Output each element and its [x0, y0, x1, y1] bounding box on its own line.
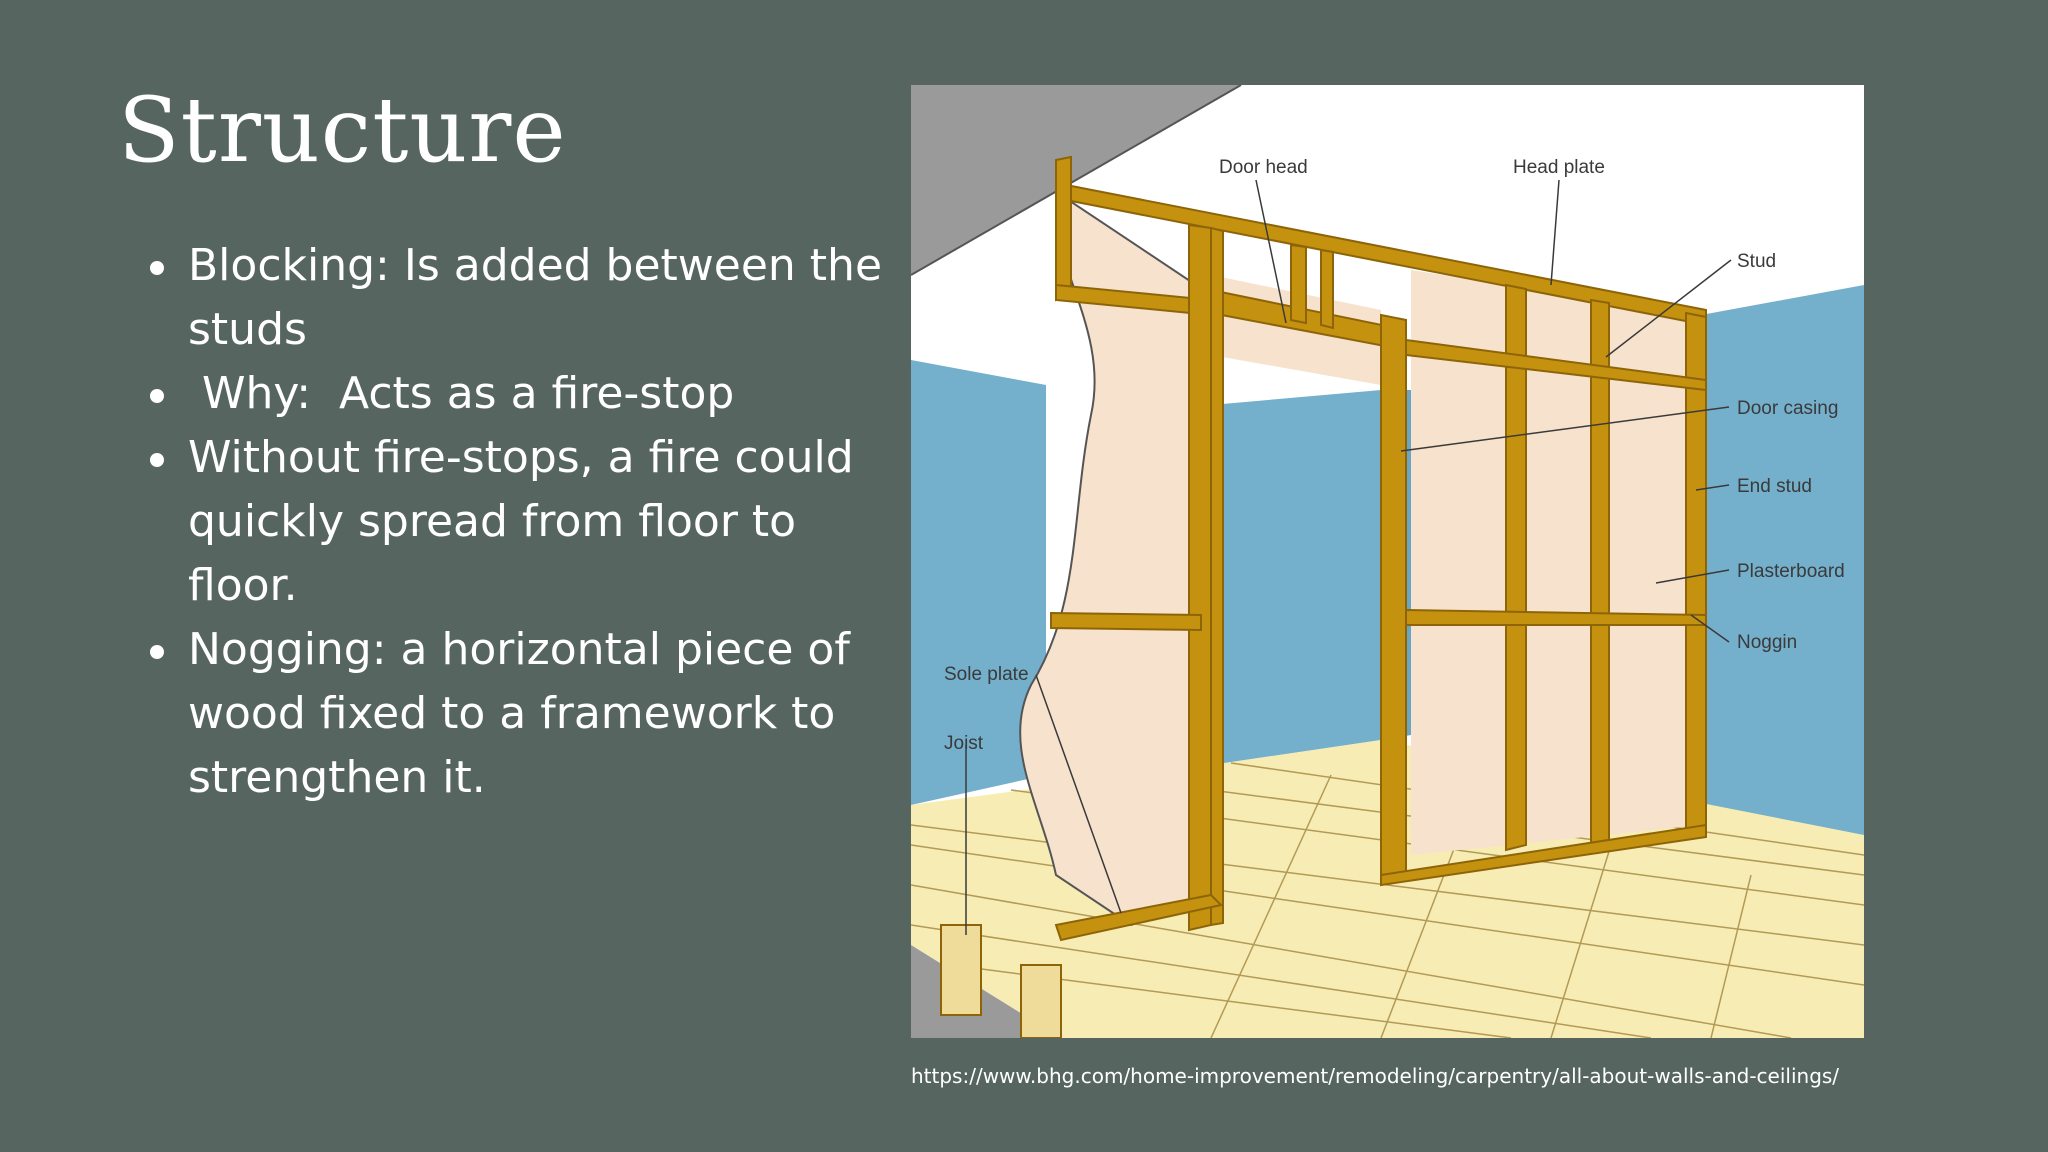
label-noggin: Noggin	[1737, 632, 1797, 653]
bullet-text: Without fire-stops, a fire could quickly…	[188, 432, 854, 611]
label-plasterboard: Plasterboard	[1737, 561, 1845, 582]
bullet-text: Why: Acts as a fire-stop	[188, 368, 735, 419]
wall-framing-diagram: Door head Head plate Stud Door casing En…	[911, 85, 1864, 1038]
right-wall	[1701, 285, 1864, 835]
plasterboard-right	[1411, 270, 1701, 855]
slide-title: Structure	[118, 78, 567, 183]
bullet-dot-icon	[150, 453, 164, 467]
bullet-item: Why: Acts as a fire-stop	[150, 362, 890, 426]
label-joist: Joist	[944, 733, 984, 754]
label-sole-plate: Sole plate	[944, 664, 1029, 685]
label-stud: Stud	[1737, 251, 1776, 272]
bullet-item: Nogging: a horizontal piece of wood fixe…	[150, 618, 890, 810]
label-head-plate: Head plate	[1513, 157, 1605, 178]
bullet-item: Without fire-stops, a fire could quickly…	[150, 426, 890, 618]
bullet-item: Blocking: Is added between the studs	[150, 234, 890, 362]
back-wall	[1211, 390, 1381, 765]
bullet-list: Blocking: Is added between the studs Why…	[150, 234, 890, 810]
source-link[interactable]: https://www.bhg.com/home-improvement/rem…	[911, 1064, 1840, 1088]
stud	[1505, 283, 1527, 852]
door-casing	[1380, 313, 1407, 887]
label-end-stud: End stud	[1737, 476, 1812, 497]
bullet-text: Blocking: Is added between the studs	[188, 240, 883, 355]
label-door-casing: Door casing	[1737, 398, 1838, 419]
left-wall	[911, 360, 1046, 805]
bullet-text: Nogging: a horizontal piece of wood fixe…	[188, 624, 850, 803]
bullet-dot-icon	[150, 645, 164, 659]
bullet-dot-icon	[150, 261, 164, 275]
label-door-head: Door head	[1219, 157, 1308, 178]
bullet-dot-icon	[150, 389, 164, 403]
sole-plate	[1054, 893, 1224, 942]
